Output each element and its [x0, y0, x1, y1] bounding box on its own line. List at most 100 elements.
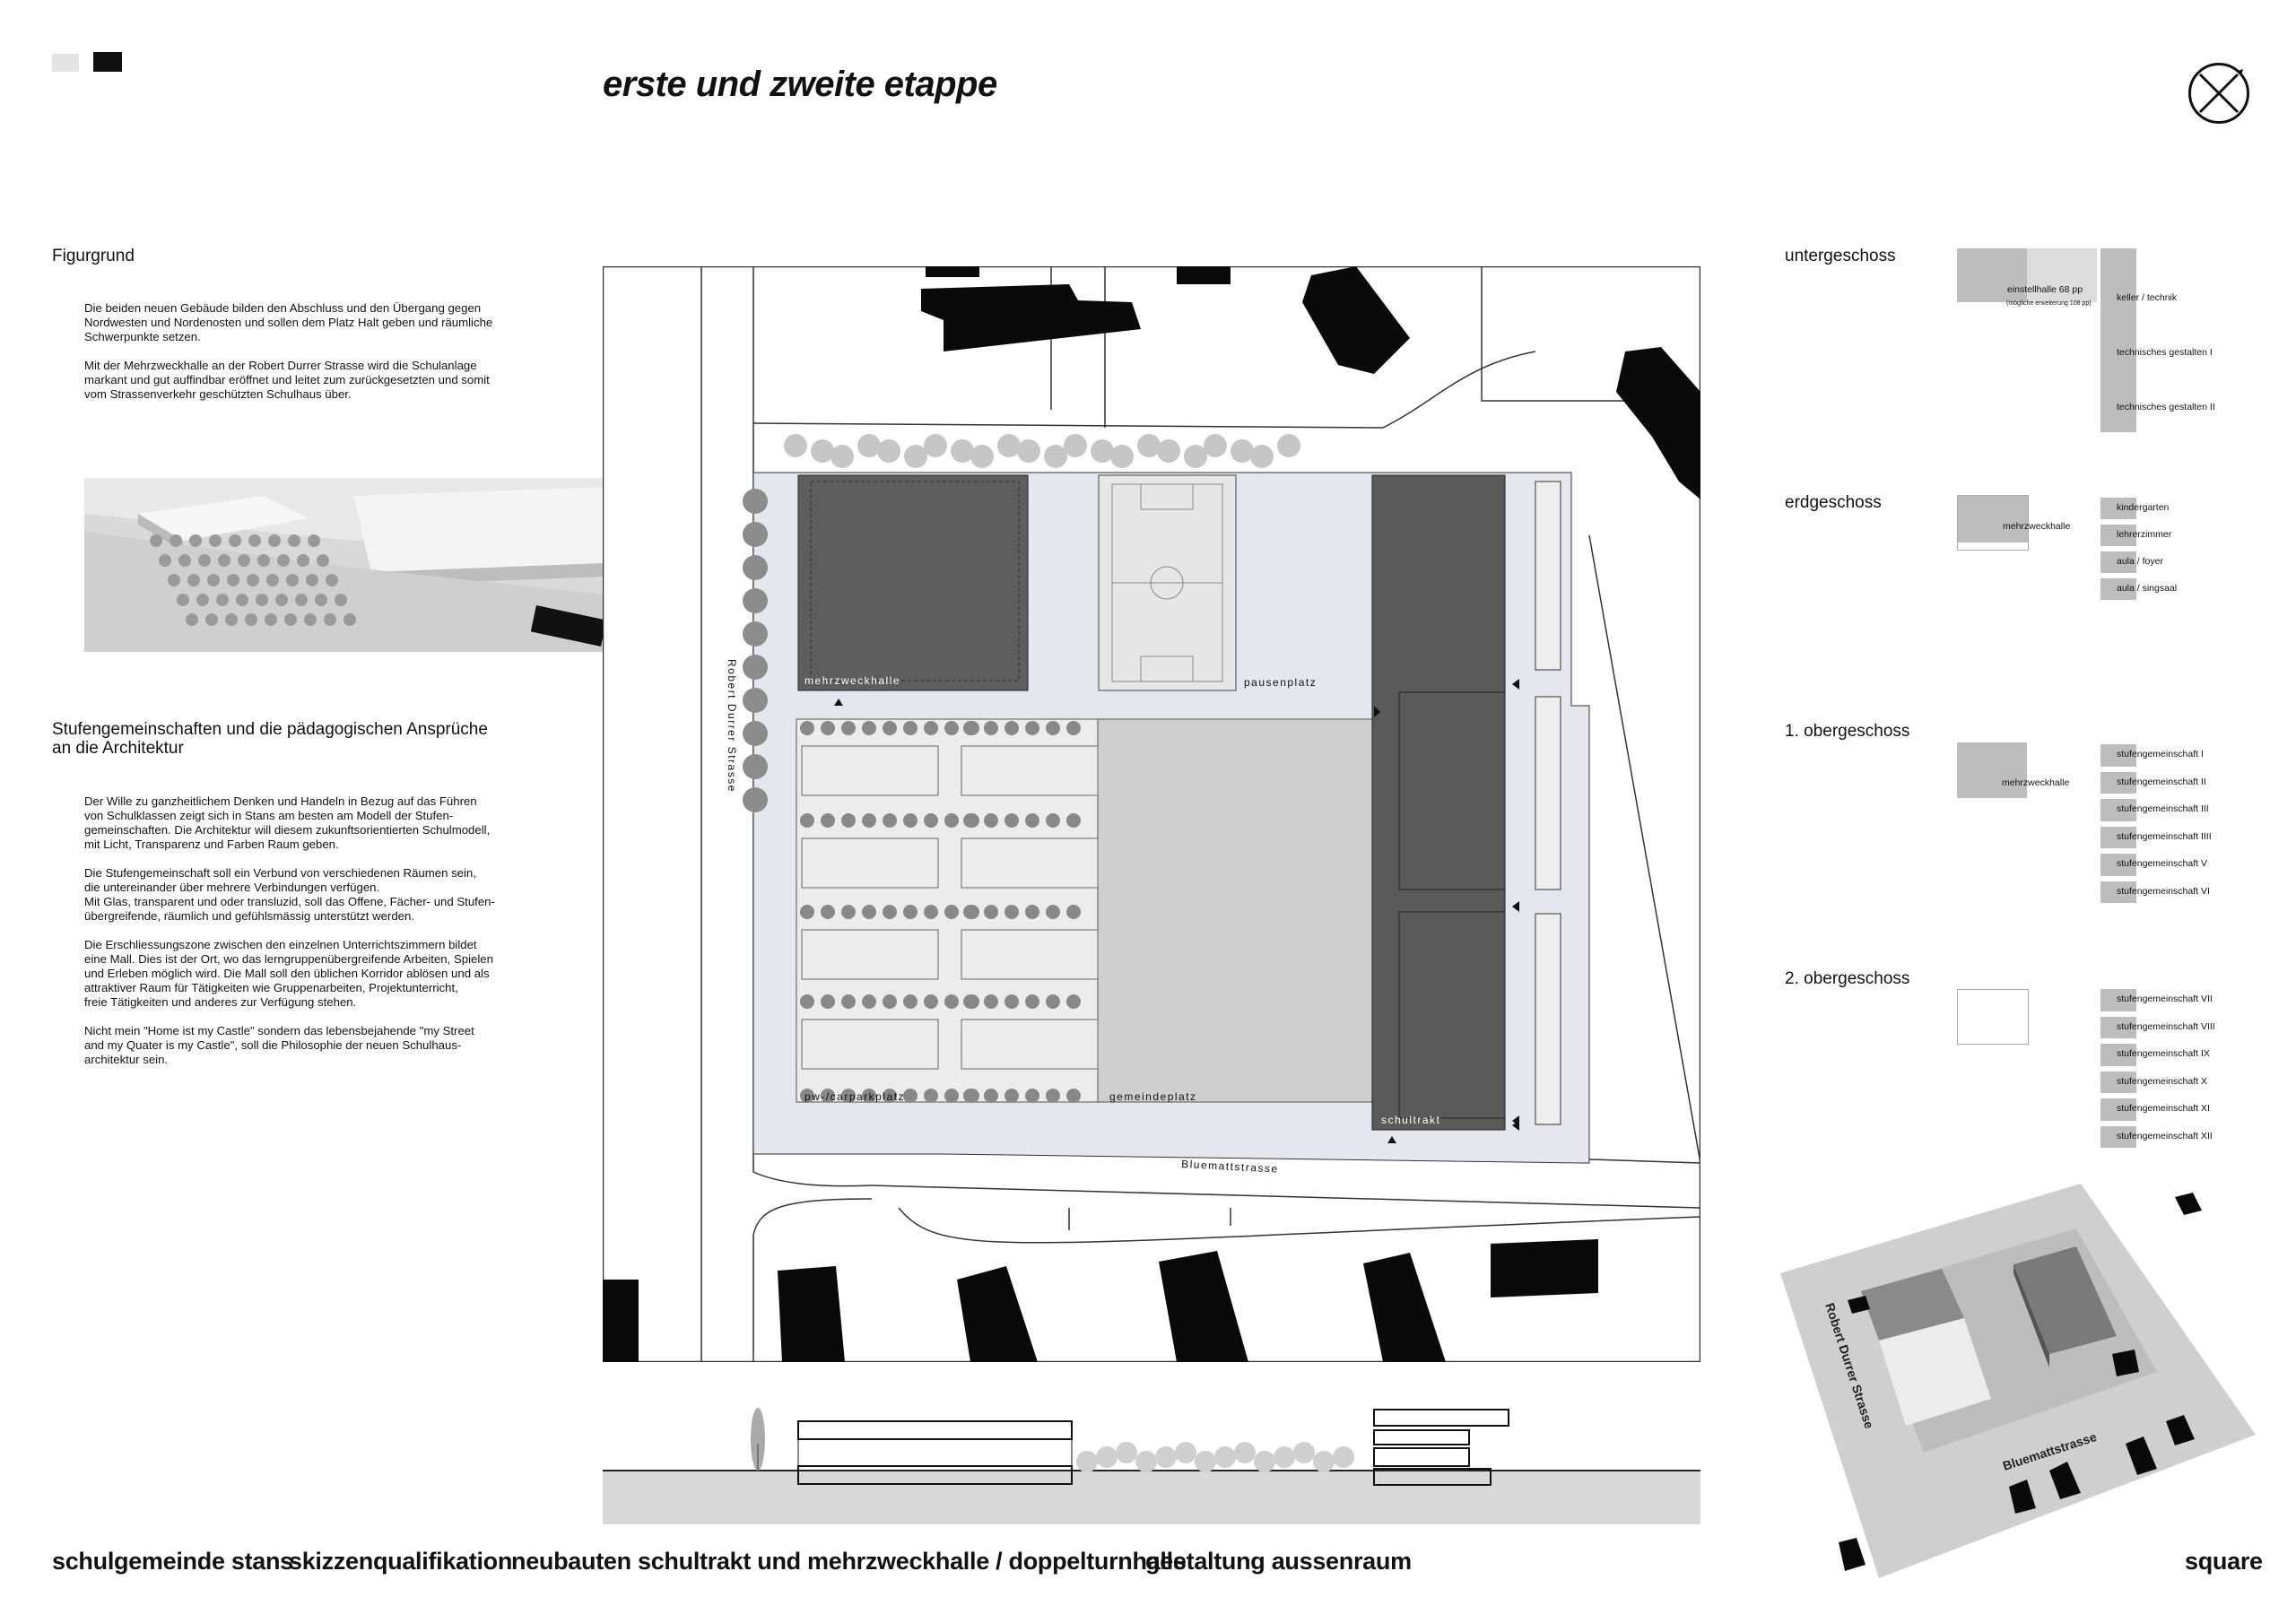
room-row: stufengemeinschaft III [2100, 799, 2280, 821]
parking-row [801, 745, 939, 796]
tree [743, 688, 768, 713]
tree [743, 754, 768, 779]
tree [1274, 1446, 1295, 1468]
tree [304, 613, 317, 626]
tree [1025, 905, 1039, 919]
tree [288, 534, 300, 547]
tree [1046, 905, 1060, 919]
room-row: stufengemeinschaft VII [2100, 989, 2280, 1011]
parking-row [801, 929, 939, 980]
tree [256, 594, 268, 606]
stufen-heading: Stufengemeinschaften und die pädagogisch… [52, 720, 488, 758]
tree [1025, 813, 1039, 828]
tree [984, 721, 998, 735]
classroom-strip [1535, 481, 1561, 671]
tree [800, 994, 814, 1009]
tree [944, 721, 959, 735]
tree [903, 1089, 918, 1103]
room-row: stufengemeinschaft VIII [2100, 1016, 2280, 1038]
tree [1214, 1446, 1236, 1468]
tree [944, 994, 959, 1009]
room-swatch [2100, 1071, 2136, 1093]
tree [1234, 1442, 1256, 1463]
room-swatch [2100, 1044, 2136, 1066]
room-swatch [2100, 881, 2136, 903]
room-swatch [2100, 826, 2136, 848]
ug-einstellhalle: einstellhalle 68 pp [2007, 284, 2083, 295]
tree [1110, 445, 1134, 468]
tree [225, 613, 238, 626]
room-row: lehrerzimmer [2100, 525, 2280, 546]
tree [198, 554, 211, 567]
tree [924, 994, 938, 1009]
tree [187, 574, 200, 586]
tree [857, 434, 881, 457]
tree [209, 534, 222, 547]
tree [903, 813, 918, 828]
tree [743, 655, 768, 680]
tree [1157, 439, 1180, 463]
room-row: stufengemeinschaft XI [2100, 1098, 2280, 1121]
tree [248, 534, 261, 547]
legend-swatch-dark [93, 52, 122, 72]
tree [1066, 721, 1081, 735]
tree [1137, 434, 1161, 457]
room-swatch [2100, 1125, 2136, 1148]
tree [970, 445, 994, 468]
eg-hall-label: mehrzweckhalle [2003, 521, 2071, 532]
tree [1025, 994, 1039, 1009]
tree [1046, 813, 1060, 828]
tree [1064, 434, 1087, 457]
tree [743, 489, 768, 514]
tree [295, 594, 308, 606]
label-street-south: Bluemattstrasse [1181, 1158, 1279, 1176]
tree [1096, 1446, 1118, 1468]
tree [150, 534, 162, 547]
tree [1004, 1089, 1019, 1103]
room-label: stufengemeinschaft VI [2117, 885, 2210, 897]
eg-hall-box: mehrzweckhalle [1957, 495, 2070, 551]
tree [268, 534, 281, 547]
tree [965, 813, 979, 828]
tree [227, 574, 239, 586]
classroom-strip [1535, 696, 1561, 890]
tree [944, 1089, 959, 1103]
tree [924, 813, 938, 828]
parking-row [801, 838, 939, 889]
tree [1046, 994, 1060, 1009]
room-swatch [2100, 273, 2136, 323]
label-gemeindeplatz: gemeindeplatz [1109, 1090, 1197, 1103]
room-row: stufengemeinschaft X [2100, 1071, 2280, 1093]
north-arrow-icon [2188, 63, 2249, 124]
classroom-strip [1535, 913, 1561, 1125]
tree [1231, 439, 1254, 463]
tree [877, 439, 900, 463]
footer-client: schulgemeinde stans [52, 1548, 293, 1575]
room-label: kindergarten [2117, 502, 2170, 513]
tree [245, 613, 257, 626]
tree [1066, 813, 1081, 828]
tree [800, 1089, 814, 1103]
tree [1184, 445, 1207, 468]
site-section [603, 1399, 1700, 1524]
tree [186, 613, 198, 626]
room-label: stufengemeinschaft VII [2117, 994, 2213, 1005]
room-swatch [2100, 383, 2136, 432]
tree [862, 994, 876, 1009]
room-label: stufengemeinschaft VIII [2117, 1020, 2215, 1032]
massing-model-image [84, 478, 607, 652]
tree [903, 721, 918, 735]
tree [904, 445, 927, 468]
tree [265, 613, 277, 626]
tree [821, 905, 835, 919]
tree [178, 554, 191, 567]
tree [944, 813, 959, 828]
tree [811, 439, 834, 463]
tree [277, 554, 290, 567]
tree [784, 434, 807, 457]
label-mehrzweckhalle: mehrzweckhalle [804, 674, 900, 687]
tree [247, 574, 259, 586]
room-swatch [2100, 1098, 2136, 1121]
tree [196, 594, 209, 606]
room-label: stufengemeinschaft X [2117, 1075, 2207, 1087]
